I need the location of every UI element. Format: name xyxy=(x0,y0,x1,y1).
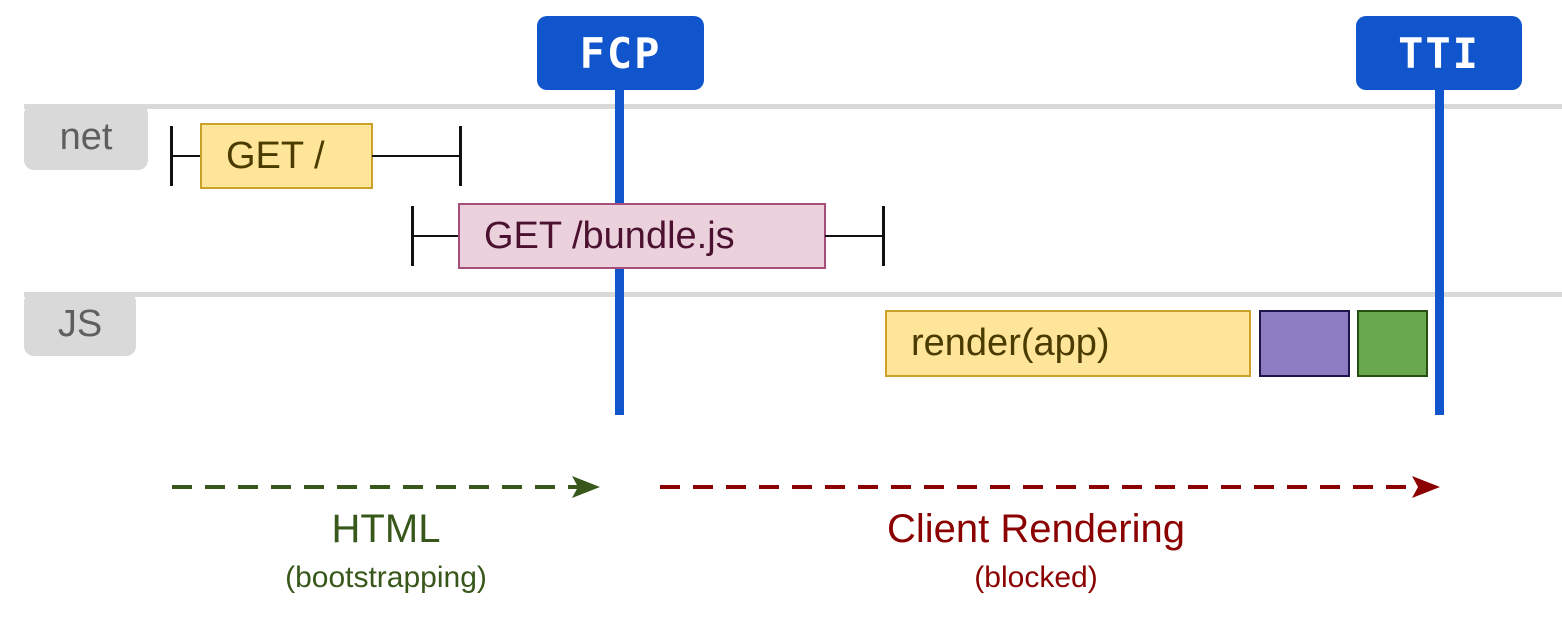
net-lane-line xyxy=(24,104,1562,109)
net-lane-label: net xyxy=(24,104,148,170)
get-bundle-end-tick xyxy=(882,206,885,266)
tti-marker-line xyxy=(1435,80,1444,415)
get-root-request-block: GET / xyxy=(200,123,373,189)
html-phase-subtitle: (bootstrapping) xyxy=(285,561,487,594)
get-bundle-download-line xyxy=(825,235,885,237)
get-root-start-tick xyxy=(170,126,173,186)
tti-marker-badge: TTI xyxy=(1356,16,1522,90)
js-lane-label: JS xyxy=(24,292,136,356)
render-app-task: render(app) xyxy=(885,310,1251,377)
html-phase-title: HTML xyxy=(331,507,441,551)
get-root-wait-line xyxy=(172,155,202,157)
js-lane-line xyxy=(24,292,1562,297)
client-phase-title: Client Rendering xyxy=(887,507,1185,551)
get-bundle-wait-line xyxy=(413,235,460,237)
get-root-end-tick xyxy=(459,126,462,186)
fcp-marker-badge: FCP xyxy=(537,16,704,90)
get-root-download-line xyxy=(372,155,462,157)
get-bundle-start-tick xyxy=(411,206,414,266)
client-phase-subtitle: (blocked) xyxy=(974,561,1098,594)
get-bundle-request-block: GET /bundle.js xyxy=(458,203,826,269)
purple-task-block xyxy=(1259,310,1350,377)
green-task-block xyxy=(1357,310,1428,377)
html-phase-arrow xyxy=(172,476,600,498)
client-phase-arrow xyxy=(660,476,1440,498)
